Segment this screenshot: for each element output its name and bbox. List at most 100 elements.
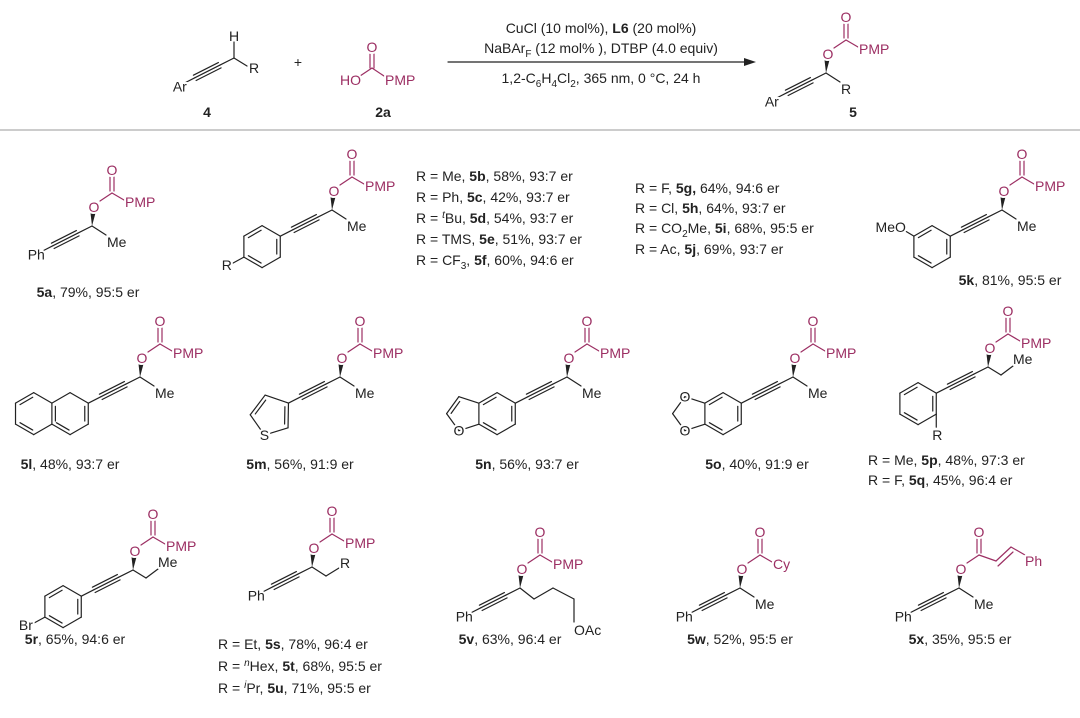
alkyl-label: Me [158,554,178,570]
label-text: , 45%, 96:4 er [925,472,1013,488]
compound-id: 5o [705,456,721,472]
bond [301,386,328,401]
bond [480,594,507,609]
bond [684,423,706,432]
bond [519,587,535,600]
acyl-group-label: PMP [173,345,203,361]
compound-label: R = nHex, 5t, 68%, 95:5 er [218,658,382,674]
bond [978,554,997,562]
bond [949,229,964,237]
bond [62,585,82,597]
reaction-arrow: CuCl (10 mol%), L6 (20 mol%)NaBArF (12 m… [447,20,756,90]
bond [708,422,723,431]
r-group-label: R [249,60,259,76]
compound-label: R = iPr, 5u, 71%, 95:5 er [218,680,371,696]
bond [751,380,778,395]
bond [1021,176,1035,185]
compound-label: 5o, 40%, 91:9 er [705,456,809,472]
stereo-wedge [824,60,830,73]
bond [194,64,221,79]
bond [458,396,480,404]
alkyl-label: Me [755,596,775,612]
compound-id: 5p [921,452,937,468]
compound-label: NaBArF (12 mol% ), DTBP (4.0 equiv) [484,40,718,60]
bond [997,551,1014,567]
alkyl-label: R [841,81,851,97]
label-text: R = F, [868,472,909,488]
label-text: , 56%, 91:9 er [267,456,355,472]
aryl-label: Ph [248,587,265,603]
stereo-wedge [338,364,344,377]
label-text: , 365 nm, 0 °C, 24 h [576,70,701,86]
bond [264,394,290,404]
compound-label: R = Me, 5b, 58%, 93:7 er [416,168,573,184]
methoxy-label: MeO [876,219,906,235]
label-text: (20 mol%) [629,20,697,36]
bond [948,373,975,388]
compound-id: L6 [612,20,629,36]
bond [913,256,933,269]
bond [496,423,516,436]
alkyl-label: Me [1013,351,1033,367]
acyl-group-label: PMP [826,345,856,361]
label-text: 2 [682,229,688,240]
ester-oxygen-label: O [999,183,1010,199]
bond [931,256,951,269]
bond [247,229,262,239]
bond [347,343,361,353]
carbonyl-oxygen-label: O [155,313,166,329]
carbonyl-oxygen-label: O [1003,303,1014,319]
label-text: , 68%, 95:5 er [727,220,815,236]
bond [833,39,847,49]
label-text: 2 [570,79,576,90]
compound-label: 5n, 56%, 93:7 er [475,456,579,472]
compound-id: 5b [469,168,485,184]
compound-label: R = TMS, 5e, 51%, 93:7 er [416,231,582,247]
stereo-wedge [90,213,96,226]
bond [192,61,219,76]
bond [722,423,742,436]
aryl-label: Ph [456,608,473,624]
label-text: NaBAr [484,40,526,56]
stereo-wedge [310,554,316,567]
bond [33,423,53,436]
aryl-label: Ph [895,608,912,624]
carbonyl-oxygen-label: O [347,146,358,162]
alkyl-label: Me [107,234,127,250]
stereo-wedge [330,197,336,210]
acyl-group-label: Ph [1025,553,1042,569]
label-text: 1,2-C [502,70,536,86]
label-text: , 60%, 94:6 er [487,252,575,268]
bond [263,427,289,436]
acyl-group-label: PMP [553,556,583,572]
stereo-wedge [738,575,744,588]
bond [50,229,77,244]
compound-label: R = Ac, 5j, 69%, 93:7 er [635,241,784,257]
bond [249,414,266,436]
bond [966,554,980,564]
bond [995,333,1009,343]
label-text: Bu, [445,210,470,226]
bond [949,376,976,391]
alkyl-label: Me [808,385,828,401]
bond [359,67,373,77]
aryl-label: Ar [765,93,779,109]
label-text: H [541,70,551,86]
acyl-group-label: PMP [859,41,889,57]
label-text: i [244,680,247,691]
bond [371,67,385,77]
bond [527,554,541,564]
stereo-wedge [1000,197,1006,210]
ester-oxygen-label: O [337,350,348,366]
bond [913,225,933,237]
label-text: R = F, [635,180,676,196]
stereo-wedge [138,364,144,377]
bond [263,586,274,592]
bond [708,396,723,406]
label-text: , 52%, 95:5 er [706,631,794,647]
bond [496,392,516,404]
bond [331,533,345,542]
